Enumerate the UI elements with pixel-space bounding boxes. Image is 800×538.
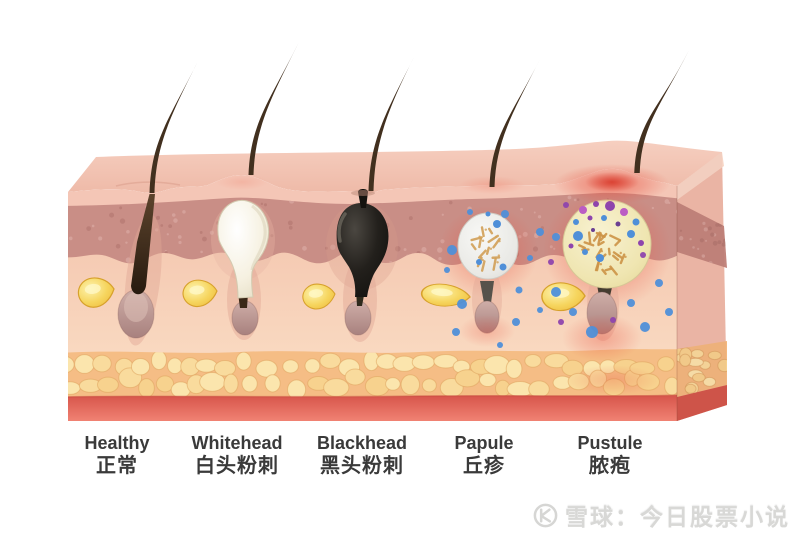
pustule-dome: [562, 199, 652, 289]
hair-root: [131, 194, 155, 295]
label-whitehead: Whitehead 白头粉刺: [191, 434, 282, 476]
label-blackhead-zh: 黑头粉刺: [319, 455, 404, 477]
label-healthy-zh: 正常: [96, 455, 138, 477]
hair-shaft: [489, 57, 541, 187]
follicle-pustule: [541, 190, 671, 395]
follicle-blackhead: [302, 189, 398, 342]
label-whitehead-en: Whitehead: [191, 433, 283, 453]
hair-shaft: [634, 50, 689, 173]
label-healthy-en: Healthy: [84, 433, 150, 453]
sebaceous-gland: [77, 277, 115, 308]
hair-shaft: [248, 42, 299, 175]
sebaceous-gland: [420, 283, 471, 307]
whitehead-plug: [217, 199, 270, 299]
follicle-papule: [420, 206, 538, 347]
label-blackhead-en: Blackhead: [316, 433, 408, 453]
xueqiu-logo-icon: [533, 503, 558, 527]
follicle-whitehead: [182, 199, 275, 340]
hair-root: [480, 281, 494, 303]
label-papule-en: Papule: [454, 433, 514, 453]
blackhead-plug: [336, 202, 389, 297]
surface-inflammation: [216, 164, 670, 204]
follicle-bulb: [344, 300, 372, 336]
papule-dome: [457, 212, 519, 280]
skin-right-face: [676, 152, 727, 421]
sebaceous-gland: [182, 279, 218, 307]
muscle-layer: [68, 395, 677, 421]
hair-shaft: [368, 57, 414, 191]
hair-shaft: [149, 63, 197, 193]
label-papule: Papule 丘疹: [454, 434, 513, 476]
follicle-healthy: [77, 194, 162, 346]
sebaceous-gland: [302, 283, 336, 310]
label-pustule-en: Pustule: [577, 433, 643, 453]
label-healthy: Healthy 正常: [84, 434, 149, 476]
hair-shafts: [149, 42, 689, 193]
label-pustule-zh: 脓疱: [588, 455, 631, 477]
skin-wrinkle: [115, 181, 181, 187]
watermark: 雪球：今日股票小说: [532, 498, 790, 532]
bacteria-cluster: [470, 211, 507, 272]
label-papule-zh: 丘疹: [463, 455, 505, 477]
label-whitehead-zh: 白头粉刺: [194, 455, 279, 477]
watermark-text: 雪球：今日股票小说: [565, 504, 790, 530]
label-blackhead: Blackhead 黑头粉刺: [317, 434, 407, 476]
label-pustule: Pustule 脓疱: [577, 434, 642, 476]
immune-cell-dots: [444, 202, 673, 348]
